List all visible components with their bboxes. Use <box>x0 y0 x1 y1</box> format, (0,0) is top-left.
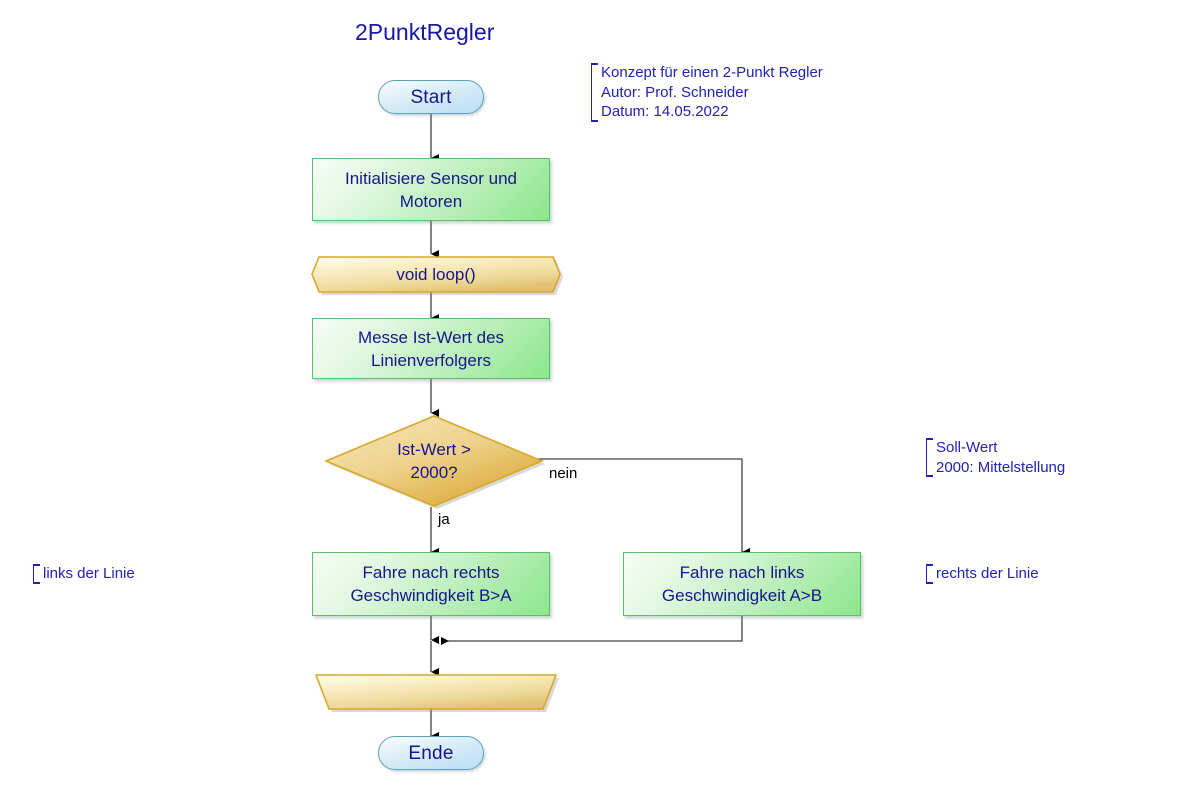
node-messe-ist-wert[interactable]: Messe Ist-Wert des Linienverfolgers <box>312 318 550 379</box>
note-links-der-linie: links der Linie <box>33 564 135 584</box>
note-header: Konzept für einen 2-Punkt Regler Autor: … <box>591 63 823 122</box>
note-soll-wert: Soll-Wert 2000: Mittelstellung <box>926 438 1065 477</box>
edge-label-ja: ja <box>438 511 450 528</box>
node-loop-begin-label[interactable]: void loop() <box>396 265 476 284</box>
node-decision-label[interactable]: Ist-Wert > 2000? <box>397 440 471 482</box>
edge-label-nein: nein <box>549 465 578 482</box>
node-start[interactable]: Start <box>378 80 484 114</box>
node-fahre-nach-rechts[interactable]: Fahre nach rechts Geschwindigkeit B>A <box>312 552 550 616</box>
node-ende[interactable]: Ende <box>378 736 484 770</box>
node-loop-end-shape <box>314 674 558 710</box>
page-title: 2PunktRegler <box>355 19 495 45</box>
note-rechts-der-linie: rechts der Linie <box>926 564 1039 584</box>
node-initialisiere[interactable]: Initialisiere Sensor und Motoren <box>312 158 550 221</box>
node-loop-begin-shape <box>311 256 561 293</box>
edge-links-to-junction <box>441 616 743 645</box>
node-decision-shape <box>323 415 545 507</box>
node-loop-end-label[interactable] <box>329 675 543 709</box>
node-fahre-nach-links[interactable]: Fahre nach links Geschwindigkeit A>B <box>623 552 861 616</box>
